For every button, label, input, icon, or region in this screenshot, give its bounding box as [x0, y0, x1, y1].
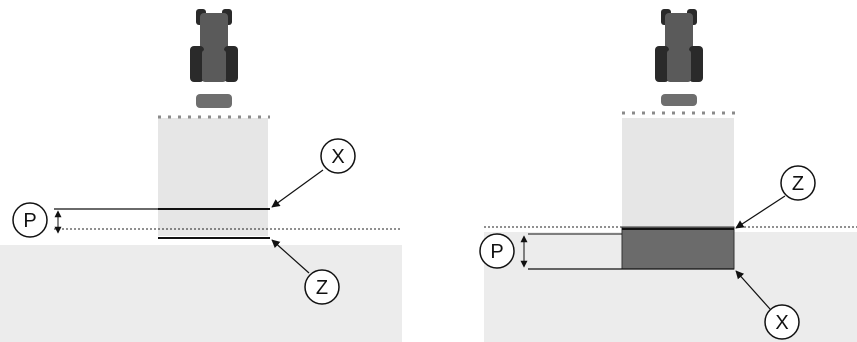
svg-text:Z: Z — [316, 277, 328, 299]
svg-text:P: P — [23, 210, 36, 232]
right-sprayed-strip — [622, 118, 734, 230]
left-z-label: Z — [304, 269, 340, 305]
right-tractor-icon — [655, 9, 703, 82]
right-z-pointer-arrow — [735, 195, 786, 229]
right-z-label: Z — [780, 165, 816, 201]
left-x-pointer-arrow — [271, 169, 324, 208]
right-p-label: P — [479, 233, 515, 269]
left-sprayed-strip — [158, 118, 268, 236]
left-diagram: P X Z — [0, 9, 402, 342]
right-diagram: P Z X — [479, 9, 857, 342]
right-x-pointer-arrow — [735, 270, 771, 310]
right-x-label: X — [764, 304, 800, 340]
left-x-label: X — [320, 138, 356, 174]
svg-text:Z: Z — [792, 173, 804, 195]
svg-text:X: X — [331, 146, 344, 168]
left-field-area — [0, 245, 402, 342]
left-p-label: P — [12, 202, 48, 238]
right-implement-icon — [661, 94, 697, 106]
svg-text:X: X — [775, 312, 788, 334]
svg-text:P: P — [490, 241, 503, 263]
left-z-pointer-arrow — [271, 239, 310, 274]
right-overlap-zone — [621, 226, 735, 270]
left-implement-icon — [196, 94, 232, 108]
left-tractor-icon — [190, 9, 238, 82]
